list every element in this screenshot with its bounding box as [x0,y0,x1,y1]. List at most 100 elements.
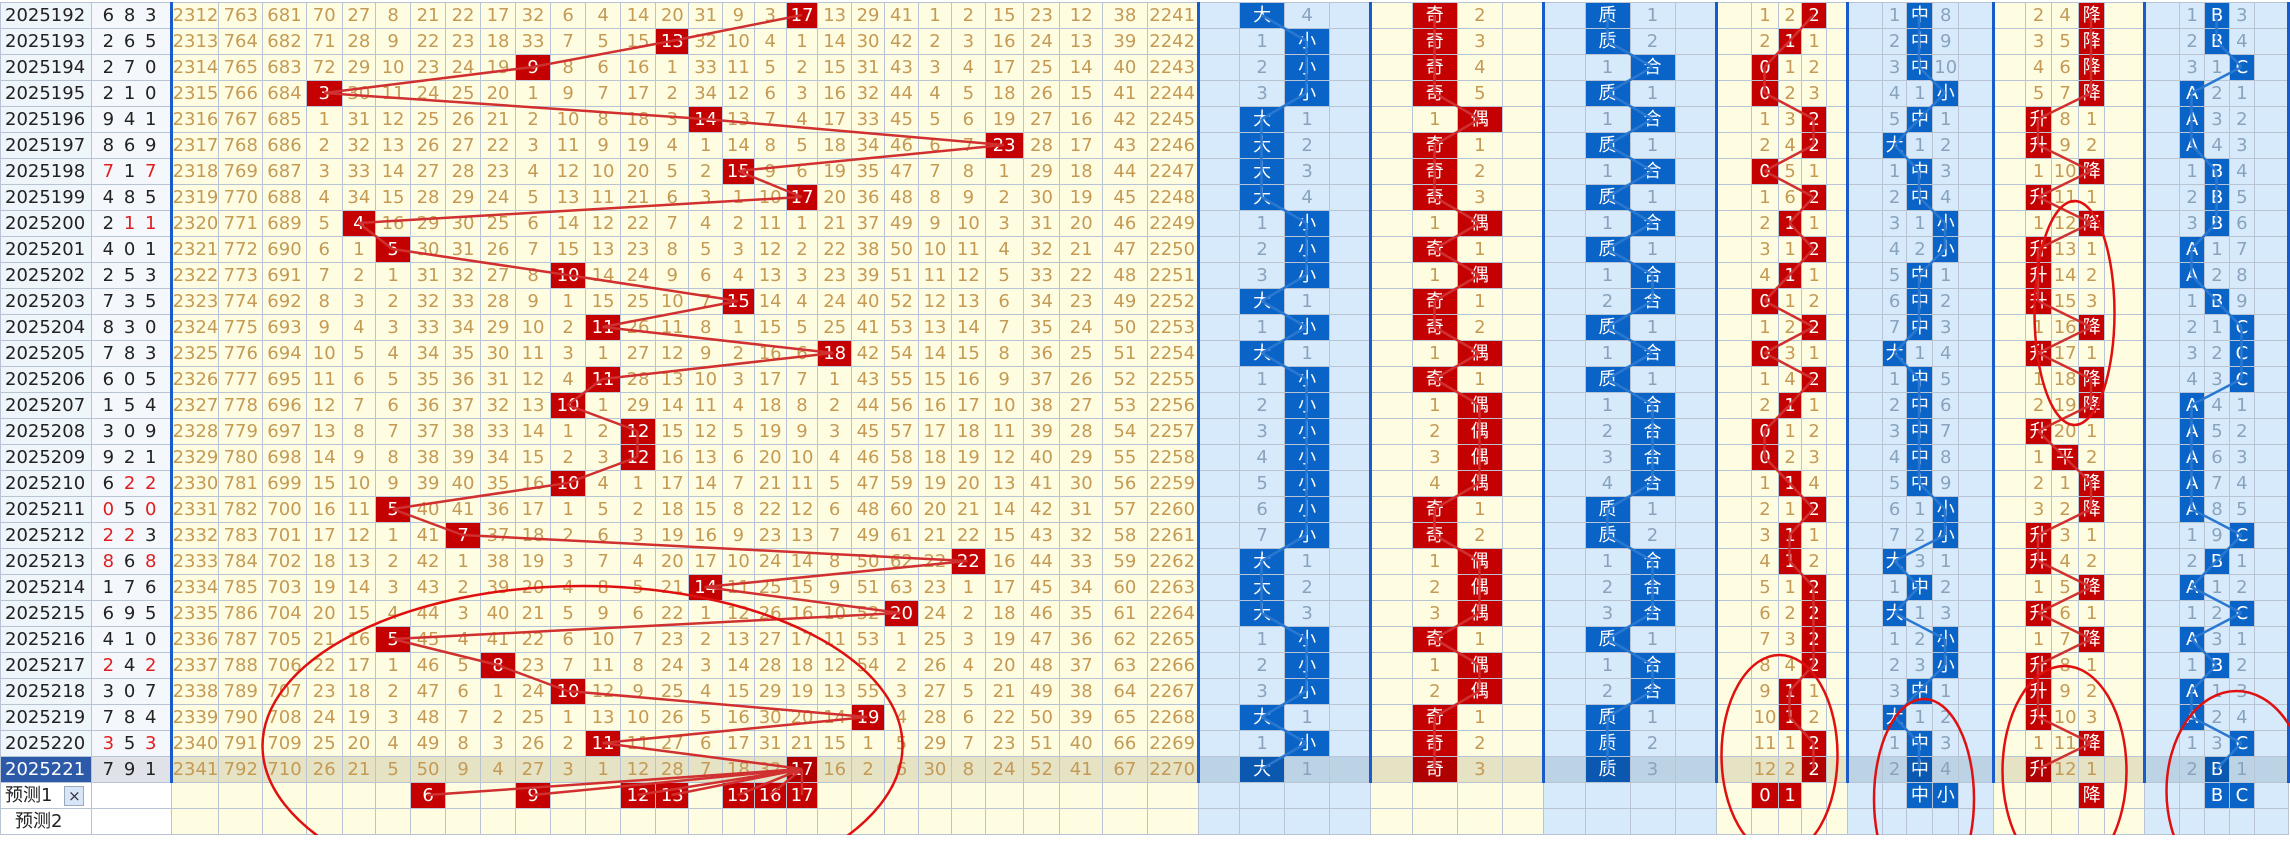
sum-omission-cell: 1 [480,678,517,705]
panel-spacer [1957,496,1996,523]
draw-numbers: 3 0 9 [90,418,172,445]
abc-omission: 1 [2228,80,2255,107]
prime-composite-hit: 合 [1629,54,1676,81]
zone3-hit: 中 [1906,288,1934,315]
trend-omission: 1 [2078,418,2106,445]
sum-omission-cell: 14 [951,314,986,341]
zone3-hit: 中 [1906,574,1934,601]
big-small-omission: 1 [1284,756,1331,783]
sum-omission-cell: 8 [305,288,343,315]
panel-spacer [2144,470,2181,497]
empty-cell [1239,782,1286,809]
draw-digit: 6 [102,4,117,26]
mod3-hit: 0 [1750,288,1780,315]
panel-spacer [1993,28,2026,55]
sum-omission-cell: 8 [550,54,587,81]
mod3-omission: 4 [1801,470,1827,497]
sum-omission-cell: 59 [1102,548,1148,575]
prediction-label: 预测1× [0,782,92,809]
panel-spacer [1957,106,1996,133]
draw-numbers: 8 6 9 [90,132,172,159]
odd-even-hit: 偶 [1456,678,1503,705]
big-small-omission: 1 [1239,730,1286,757]
panel-spacer [1543,730,1586,757]
abc-hit: A [2179,626,2206,653]
sum-omission-cell: 15 [785,574,819,601]
zone3-omission: 7 [1932,418,1959,445]
issue-number: 2025204 [0,314,92,341]
sum-omission-cell: 33 [515,28,552,55]
sum-omission-cell: 22 [984,704,1024,731]
sum-omission-cell: 9 [721,522,755,549]
sum-omission-cell: 2337 [169,652,220,679]
sum-omission-cell: 47 [850,470,886,497]
sum-omission-cell: 2326 [169,366,220,393]
sum-omission-cell: 692 [262,288,307,315]
panel-spacer [1957,600,1996,627]
trend-omission: 19 [2051,392,2080,419]
sum-omission-cell: 12 [688,418,723,445]
sum-omission-cell: 10 [305,340,343,367]
abc-omission: 4 [2179,366,2206,393]
panel-spacer [1370,236,1413,263]
trend-omission: 3 [2078,704,2106,731]
sum-omission-cell: 23 [620,236,657,263]
panel-spacer [1501,340,1546,367]
mod3-omission: 3 [1750,236,1780,263]
sum-omission-cell: 682 [262,28,307,55]
draw-digit: 1 [145,212,159,234]
panel-spacer [1674,756,1718,783]
empty-cell [1846,808,1883,835]
panel-spacer [1370,470,1413,497]
close-icon[interactable]: × [64,785,85,806]
trend-omission: 5 [2051,574,2080,601]
trend-hit: 平 [2051,444,2080,471]
trend-omission: 12 [2051,756,2080,783]
mod3-omission: 1 [1801,340,1827,367]
draw-digit: 0 [123,238,138,260]
panel-spacer [1993,288,2026,315]
sum-hit-cell: 14 [688,106,723,133]
sum-omission-cell: 3 [550,340,587,367]
panel-spacer [1329,340,1373,367]
sum-omission-cell: 2263 [1146,574,1200,601]
sum-omission-cell: 33 [1022,262,1061,289]
panel-spacer [2253,652,2290,679]
zone3-omission: 1 [1906,80,1934,107]
abc-omission: 2 [2228,574,2255,601]
panel-spacer [1846,574,1883,601]
trend-omission: 2 [2024,2,2053,29]
sum-omission-cell: 8 [817,548,852,575]
mod3-omission: 1 [1778,288,1803,315]
sum-omission-cell: 10 [951,210,986,237]
draw-digit: 6 [102,602,117,624]
odd-even-omission: 3 [1456,28,1503,55]
sum-omission-cell: 29 [753,678,787,705]
sum-omission-cell: 2320 [169,210,220,237]
trend-hit: 降 [2078,54,2106,81]
panel-spacer [1715,106,1752,133]
big-small-hit: 大 [1239,132,1286,159]
sum-omission-cell: 5 [753,54,787,81]
draw-digit: 1 [102,394,117,416]
prime-composite-hit: 质 [1584,756,1631,783]
sum-omission-cell: 5 [951,678,986,705]
panel-spacer [1715,80,1752,107]
prediction-row: 预测2 [0,808,2290,835]
panel-spacer [2104,210,2147,237]
sum-omission-cell: 690 [262,236,307,263]
panel-spacer [1715,236,1752,263]
sum-omission-cell: 18 [984,600,1024,627]
panel-spacer [1993,626,2026,653]
trend-hit: 升 [2024,418,2053,445]
sum-omission-cell: 25 [620,288,657,315]
panel-spacer [2144,314,2181,341]
sum-omission-cell: 9 [688,340,723,367]
issue-number: 2025213 [0,548,92,575]
zone3-omission: 3 [1881,210,1908,237]
sum-omission-cell: 1 [850,730,886,757]
panel-spacer [1329,600,1373,627]
sum-omission-cell: 1 [585,756,622,783]
zone3-omission: 2 [1932,132,1959,159]
